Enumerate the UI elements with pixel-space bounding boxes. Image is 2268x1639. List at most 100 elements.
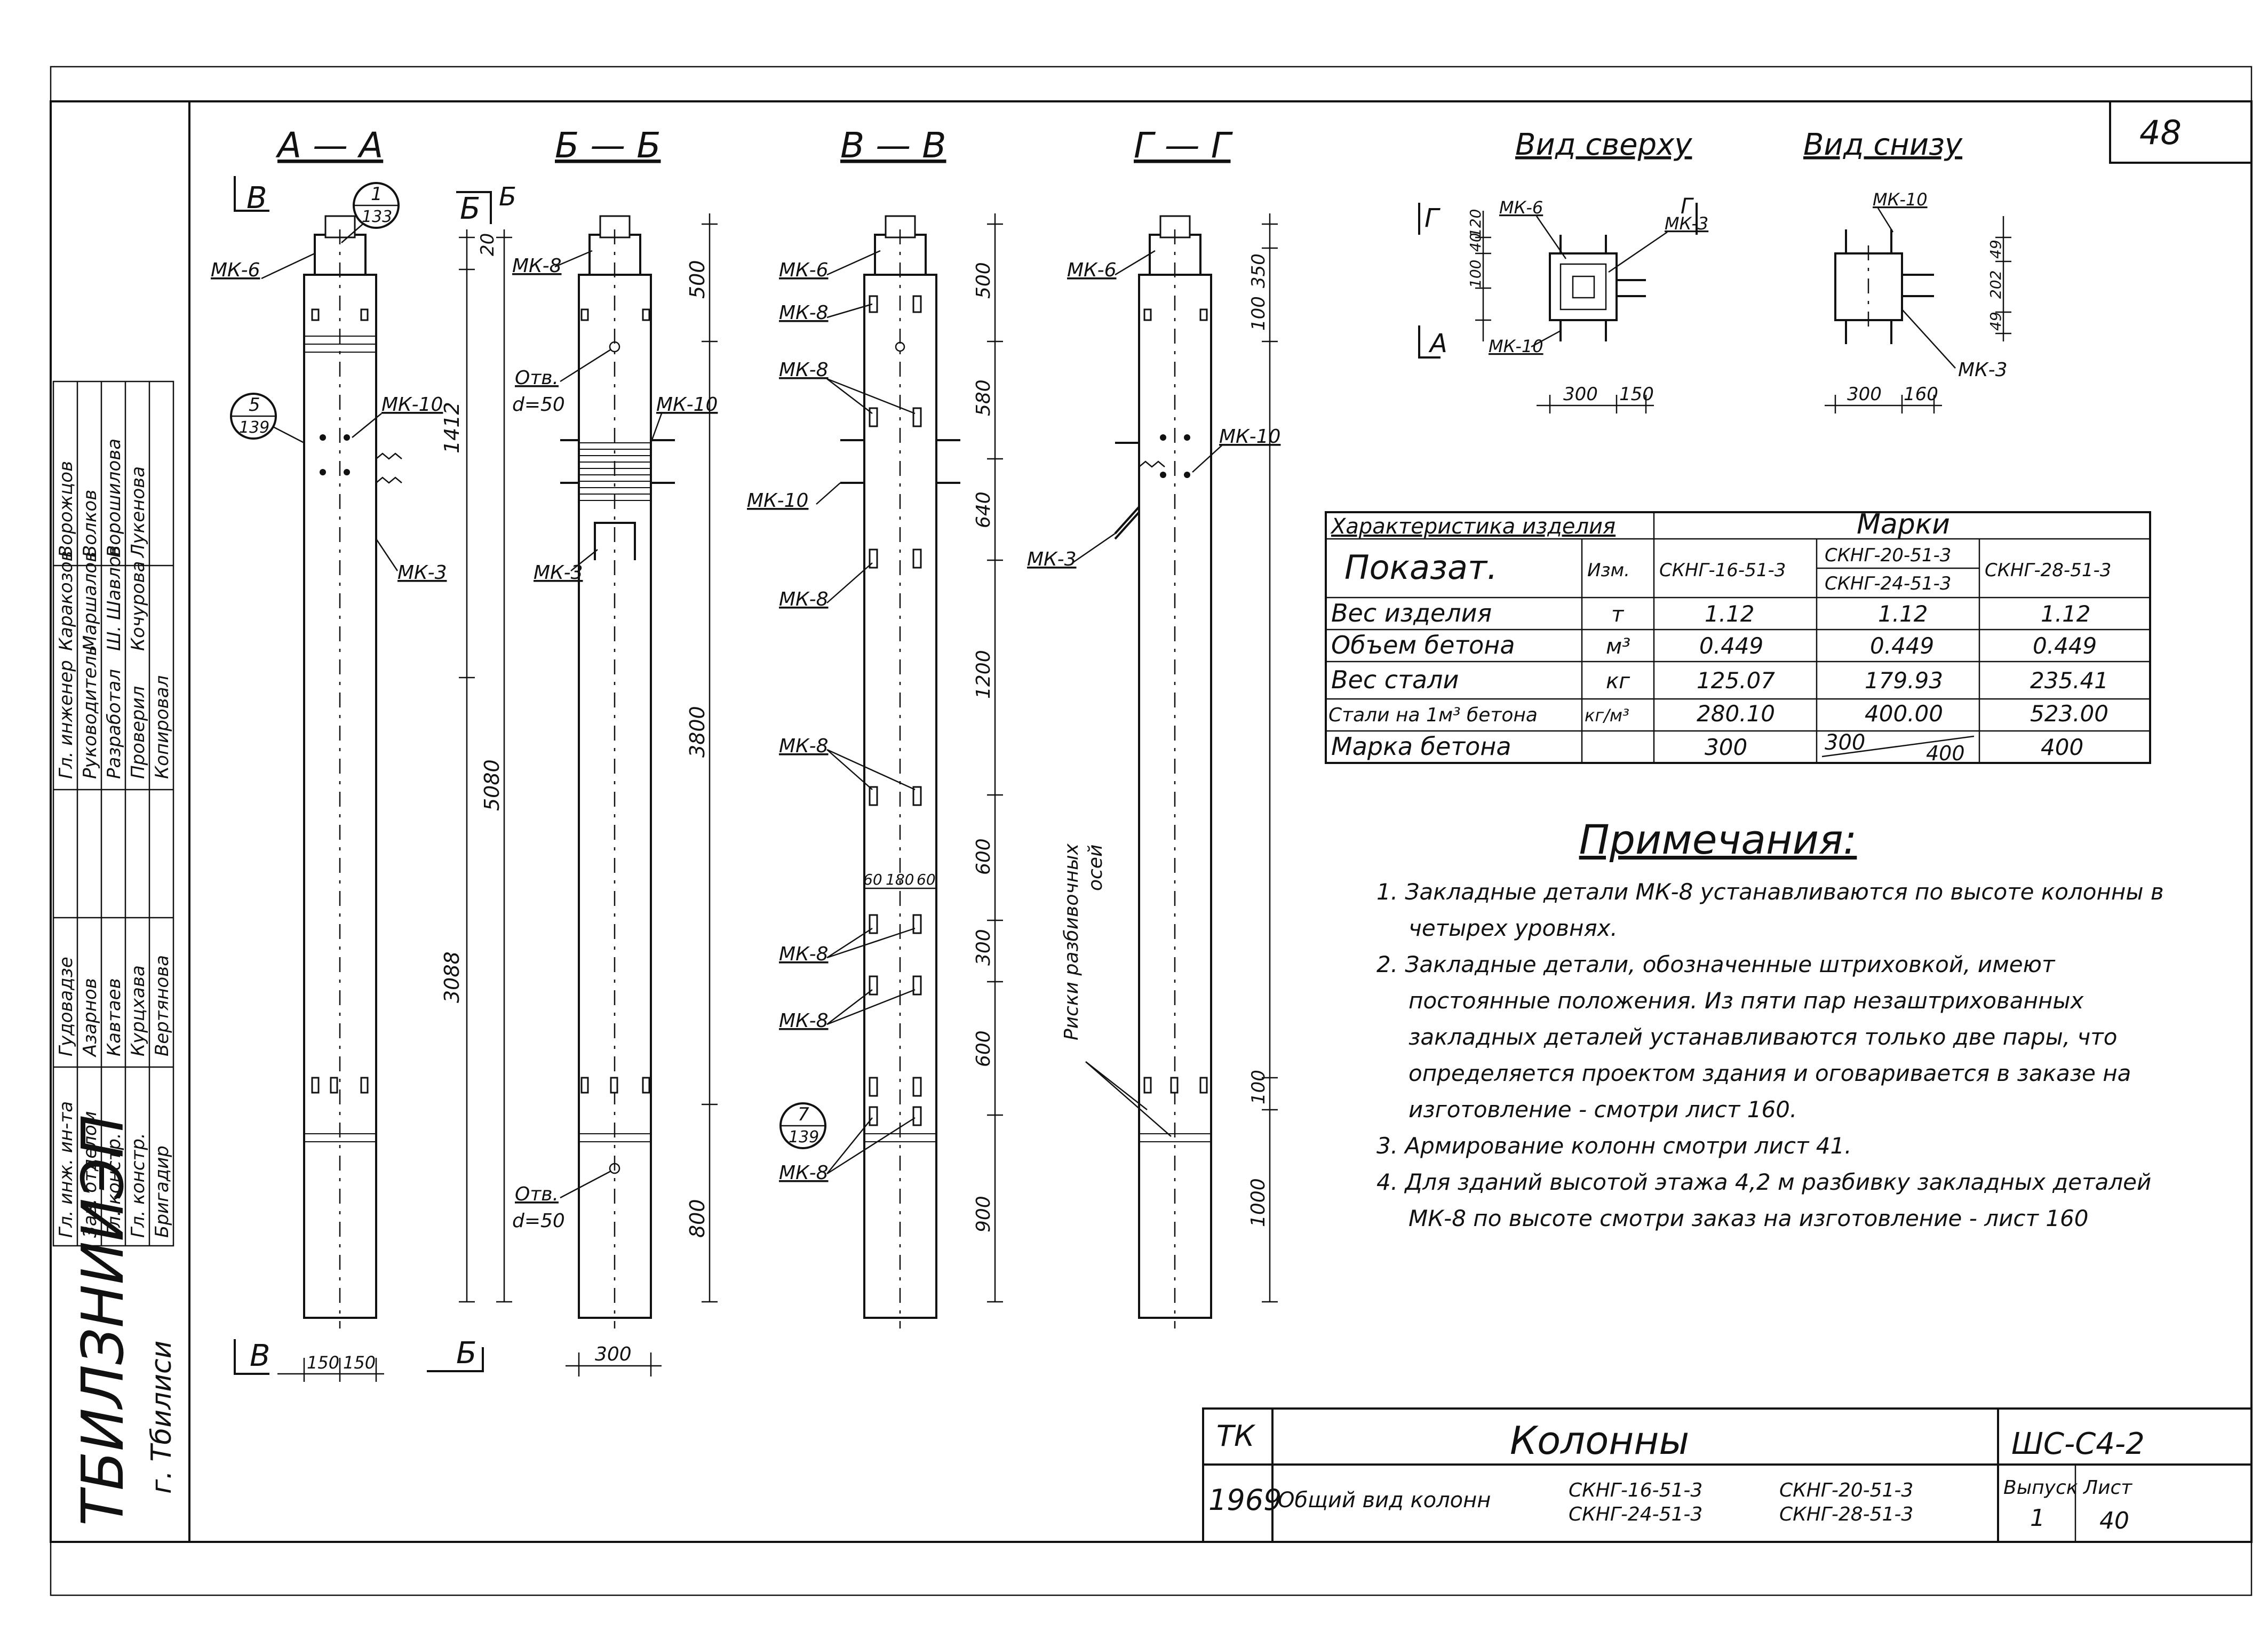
bb-hole2-d50: d=50: [512, 1210, 565, 1232]
tbl-r4-name: Марка бетона: [1331, 732, 1511, 761]
tbl-r1-name: Объем бетона: [1331, 631, 1515, 659]
stamp-r1c1: Азарнов: [79, 978, 101, 1057]
stamp-r1c3: Маршалов: [79, 552, 101, 651]
stamp-r4c1: Вертянова: [152, 955, 173, 1056]
callout-7-bot: 139: [789, 1128, 819, 1147]
marker-v-top-label: В: [246, 181, 267, 216]
inner-frame: [50, 100, 2253, 1543]
gg-risks-label: Риски разбивочных: [1061, 843, 1083, 1040]
side-stamp: Гл. инж. ин-та Гудовадзе Гл. инженер Кар…: [52, 380, 174, 1247]
tbl-hdr-char: Характеристика изделия: [1330, 514, 1616, 539]
aa-mk10-label: МК-10: [381, 394, 443, 416]
stamp-r1c4: Волков: [79, 490, 101, 558]
bottom-dim-202: 202: [1987, 270, 2004, 299]
top-mk3-label: МК-3: [1665, 213, 1708, 234]
tbl-r2-v1: 125.07: [1697, 667, 1775, 694]
tb-sheet: 40: [2099, 1507, 2129, 1534]
tbl-col2a: СКНГ-20-51-3: [1825, 545, 1951, 566]
bb-mk3-label: МК-3: [534, 562, 583, 584]
bb-hatched-band: [580, 442, 650, 501]
tbl-r1-v3: 0.449: [2033, 633, 2097, 659]
bb-dim-3088: 3088: [440, 951, 464, 1003]
tb-marks-a: СКНГ-16-51-3: [1569, 1479, 1702, 1501]
callout-5-bot: 139: [239, 418, 269, 437]
tb-subtitle: Общий вид колонн: [1278, 1488, 1491, 1513]
tbl-r0-name: Вес изделия: [1331, 599, 1492, 627]
bottom-mk10-label: МК-10: [1873, 189, 1928, 210]
gg-dim-100b: 100: [1248, 1070, 1269, 1104]
top-dim-40: 40: [1467, 233, 1484, 252]
tbl-r0-unit: т: [1611, 602, 1625, 627]
gg-dim-1000: 1000: [1247, 1178, 1269, 1227]
tbl-r3-v3: 523.00: [2030, 701, 2108, 727]
marker-b-right: Б: [499, 182, 516, 212]
section-aa: А — А В 1 133 5 139 МК-6 МК-10: [211, 125, 447, 1382]
stamp-r2c4: Ворошилова: [104, 439, 125, 558]
stamp-r2c0: Гл. констр.: [104, 1133, 125, 1238]
top-mk10-label: МК-10: [1489, 336, 1543, 356]
bb-dim-300: 300: [595, 1343, 632, 1365]
bottom-dim-160: 160: [1904, 384, 1938, 405]
top-view-marker-g: Г: [1425, 203, 1441, 233]
stamp-r3c0: Гл. констр.: [128, 1133, 149, 1238]
tbl-r0-v1: 1.12: [1705, 601, 1755, 627]
stamp-r2c3: Ш. Шавлов: [104, 545, 125, 651]
tbl-col3: СКНГ-28-51-3: [1985, 560, 2111, 581]
tb-sheet-label: Лист: [2082, 1477, 2132, 1499]
stamp-r3c4: Лукенова: [128, 466, 149, 559]
tbl-r3-v1: 280.10: [1697, 701, 1775, 727]
marker-b-bot-label: Б: [456, 1336, 476, 1371]
section-aa-title: А — А: [275, 125, 383, 166]
section-bb-title: Б — Б: [555, 125, 661, 166]
tbl-r2-unit: кг: [1606, 669, 1630, 694]
tbl-col2b: СКНГ-24-51-3: [1825, 573, 1951, 594]
vv-mk8-label-2: МК-8: [779, 359, 829, 381]
tbl-hdr-unit: Изм.: [1587, 560, 1630, 581]
note-item: 3. Армирование колонн смотри лист 41.: [1376, 1133, 1852, 1159]
tbl-r0-v2: 1.12: [1878, 601, 1928, 627]
vv-dim-600b: 600: [973, 1030, 994, 1067]
stamp-r0c3: Каракозов: [55, 551, 77, 651]
characteristics-table: Характеристика изделия Марки Показат. Из…: [1325, 508, 2151, 765]
section-gg: Г — Г МК-6 МК-10 МК-3 Риски разбивочных …: [1027, 125, 1280, 1328]
vv-dim-60a: 60: [863, 871, 882, 888]
tbl-r3-v2: 400.00: [1865, 701, 1943, 727]
vv-dim-1200: 1200: [973, 650, 994, 699]
callout-1-bot: 133: [362, 208, 392, 226]
org-name: ТБИЛЗНИИЭП: [70, 1115, 137, 1526]
section-vv: В — В МК-6 МК-8 МК-8 МК-10 МК-8 МК-8 МК-…: [747, 125, 1003, 1328]
section-bb: Б — Б Б Б 20 1412 5080 3088: [427, 125, 718, 1377]
vv-dim-300: 300: [973, 929, 994, 966]
gg-axes-label: осей: [1085, 845, 1107, 891]
stamp-r3c3: Кочурова: [128, 561, 149, 651]
marker-v-bot-label: В: [250, 1339, 270, 1373]
tb-title: Колонны: [1510, 1418, 1689, 1463]
stamp-r1c2: Руководитель: [79, 645, 101, 779]
section-vv-title: В — В: [840, 125, 946, 166]
tbl-r2-v2: 179.93: [1865, 667, 1943, 694]
top-dim-150: 150: [1619, 384, 1654, 405]
bb-dim-500: 500: [686, 260, 709, 299]
stamp-r0c2: Гл. инженер: [55, 660, 77, 779]
tbl-r2-v3: 235.41: [2030, 667, 2108, 694]
tbl-r4-v3: 400: [2041, 734, 2083, 760]
stamp-r0c4: Ворожцов: [55, 461, 77, 558]
vv-dim-640: 640: [973, 491, 994, 528]
stamp-r0c0: Гл. инж. ин-та: [55, 1101, 77, 1238]
callout-1-top: 1: [371, 184, 383, 205]
section-gg-title: Г — Г: [1134, 125, 1234, 166]
stamp-r3c1: Курцхава: [128, 965, 149, 1056]
aa-dim-150a: 150: [307, 1352, 339, 1373]
bb-dim-20: 20: [477, 233, 498, 256]
tb-marks-b: СКНГ-24-51-3: [1569, 1503, 1702, 1525]
tbl-col1: СКНГ-16-51-3: [1659, 560, 1786, 581]
tbl-r1-v1: 0.449: [1699, 633, 1763, 659]
tbl-hdr-marks: Марки: [1857, 508, 1950, 540]
note-item: 1. Закладные детали МК-8 устанавливаются…: [1376, 879, 2164, 941]
vv-dim-600a: 600: [973, 838, 994, 875]
top-dim-300: 300: [1563, 384, 1598, 405]
bottom-dim-49a: 49: [1987, 240, 2004, 259]
vv-mk8-label-7: МК-8: [779, 1162, 829, 1184]
gg-mk10-label: МК-10: [1219, 426, 1280, 448]
marker-b-top-label: Б: [460, 192, 480, 226]
